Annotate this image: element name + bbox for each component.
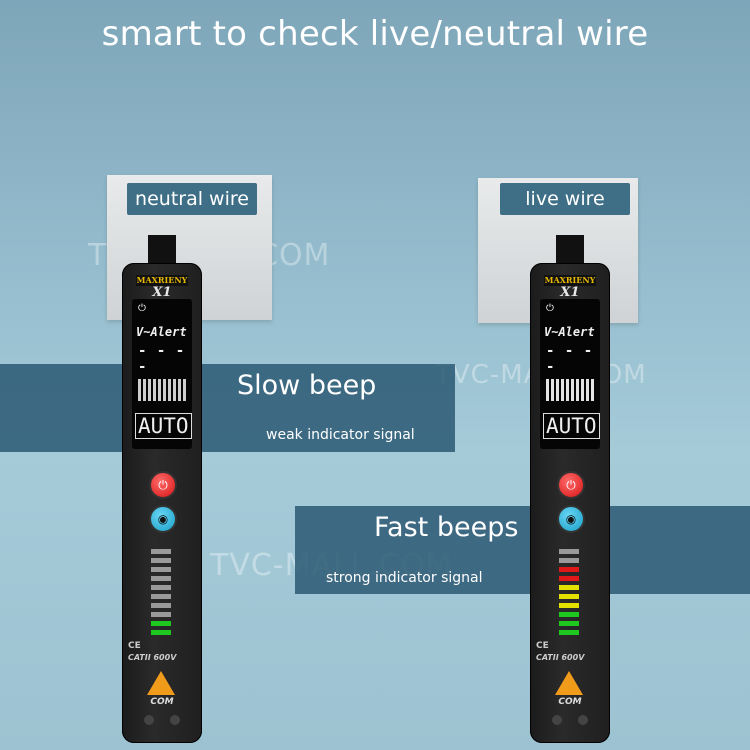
cat-rating: CATII 600V — [536, 653, 585, 662]
indicator-bar — [151, 576, 171, 581]
com-label: COM — [558, 697, 582, 707]
signal-meter — [546, 379, 594, 401]
cat-rating: CATII 600V — [128, 653, 177, 662]
power-icon: ⏻ — [158, 478, 168, 492]
plug-icon: ◉ — [565, 512, 577, 526]
ce-mark: CE — [128, 641, 141, 651]
indicator-bar — [151, 549, 171, 554]
indicator-bar — [559, 594, 579, 599]
indicator-bar — [151, 585, 171, 590]
brand-label: MAXRIENY — [136, 275, 188, 286]
power-button[interactable]: ⏻ — [149, 471, 177, 499]
right-socket-label: live wire — [500, 183, 630, 215]
mode-button[interactable]: ◉ — [557, 505, 585, 533]
indicator-bar — [151, 558, 171, 563]
power-icon: ⏻ — [566, 478, 576, 492]
indicator-bar — [151, 621, 171, 626]
indicator-bar — [559, 585, 579, 590]
left-voltage-tester-pen: MAXRIENY X1 ⏻ V~Alert - - - - AUTO ⏻ ◉ C… — [120, 235, 205, 745]
indicator-bar — [559, 549, 579, 554]
brand-label: MAXRIENY — [544, 275, 596, 286]
probe-hole — [578, 715, 588, 725]
alert-label: V~Alert — [544, 325, 595, 339]
power-glyph-icon: ⏻ — [546, 303, 554, 314]
headline: smart to check live/neutral wire — [101, 14, 649, 54]
probe-hole — [144, 715, 154, 725]
alert-label: V~Alert — [136, 325, 187, 339]
probe-hole — [552, 715, 562, 725]
com-label: COM — [150, 697, 174, 707]
indicator-bar — [559, 630, 579, 635]
mode-display: AUTO — [543, 413, 600, 439]
fast-beeps-title: Fast beeps — [374, 512, 519, 543]
indicator-bar — [151, 603, 171, 608]
probe-hole — [170, 715, 180, 725]
indicator-bar — [151, 612, 171, 617]
indicator-bar — [559, 567, 579, 572]
warning-icon — [147, 671, 175, 695]
right-indicator-bars — [559, 549, 579, 649]
model-label: X1 — [560, 285, 580, 300]
fast-beeps-band — [295, 506, 750, 594]
ce-mark: CE — [536, 641, 549, 651]
signal-meter — [138, 379, 186, 401]
mode-display: AUTO — [135, 413, 192, 439]
indicator-bar — [151, 630, 171, 635]
indicator-bar — [559, 621, 579, 626]
reading-dashes: - - - - — [546, 343, 594, 375]
model-label: X1 — [152, 285, 172, 300]
indicator-bar — [151, 567, 171, 572]
indicator-bar — [559, 612, 579, 617]
slow-beep-band — [0, 364, 455, 452]
warning-icon — [555, 671, 583, 695]
left-socket-label: neutral wire — [127, 183, 257, 215]
slow-beep-subtitle: weak indicator signal — [266, 427, 415, 443]
reading-dashes: - - - - — [138, 343, 186, 375]
lcd-screen: ⏻ V~Alert - - - - AUTO — [540, 299, 600, 449]
fast-beeps-subtitle: strong indicator signal — [326, 570, 483, 586]
indicator-bar — [151, 594, 171, 599]
slow-beep-title: Slow beep — [237, 370, 377, 401]
mode-button[interactable]: ◉ — [149, 505, 177, 533]
right-voltage-tester-pen: MAXRIENY X1 ⏻ V~Alert - - - - AUTO ⏻ ◉ C… — [528, 235, 613, 745]
power-button[interactable]: ⏻ — [557, 471, 585, 499]
plug-icon: ◉ — [157, 512, 169, 526]
power-glyph-icon: ⏻ — [138, 303, 146, 314]
indicator-bar — [559, 576, 579, 581]
indicator-bar — [559, 558, 579, 563]
lcd-screen: ⏻ V~Alert - - - - AUTO — [132, 299, 192, 449]
indicator-bar — [559, 603, 579, 608]
left-indicator-bars — [151, 549, 171, 649]
